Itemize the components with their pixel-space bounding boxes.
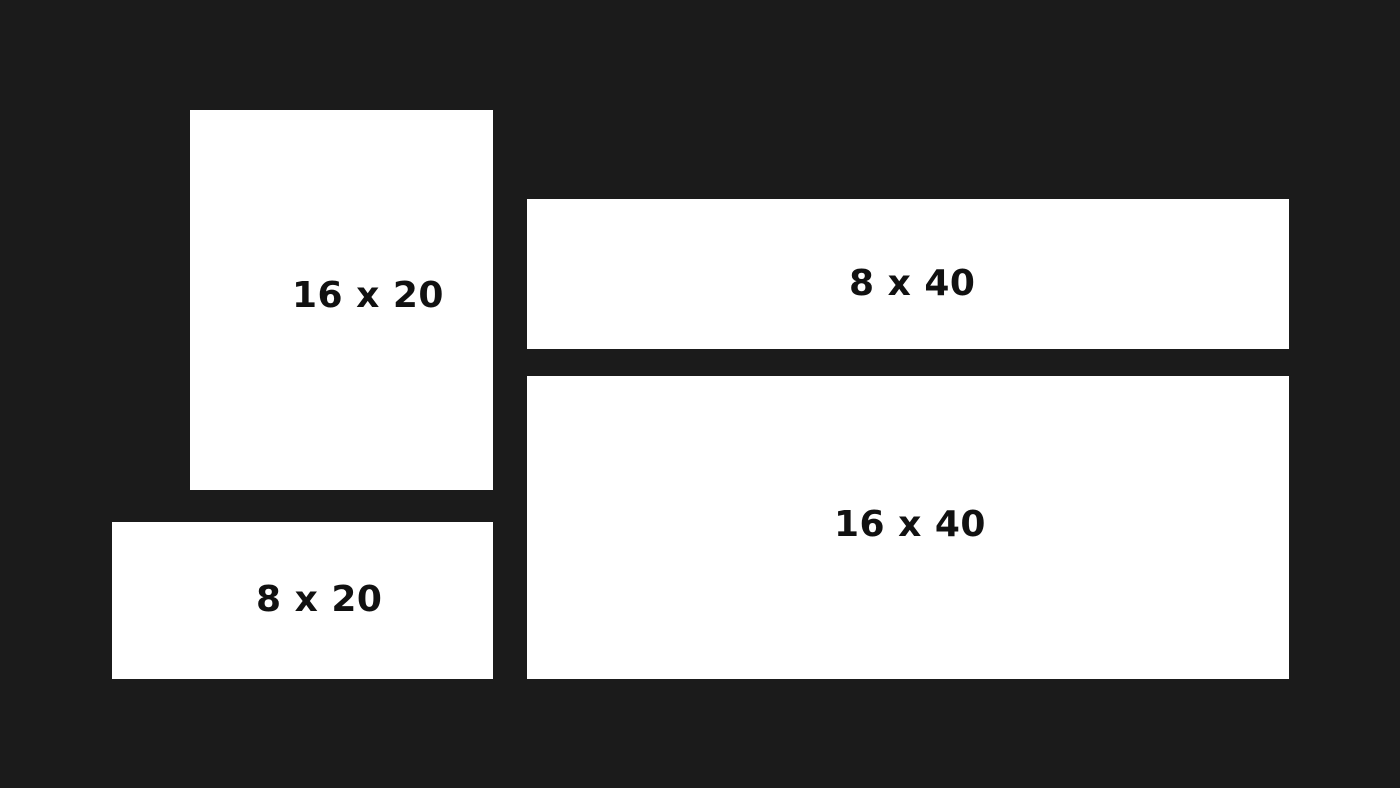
panel-8x20-label: 8 x 20	[256, 579, 383, 620]
panel-8x40: 8 x 40	[527, 199, 1289, 349]
panel-8x20: 8 x 20	[112, 522, 493, 679]
panel-16x40-label: 16 x 40	[834, 504, 986, 545]
panel-8x40-label: 8 x 40	[849, 263, 976, 304]
panel-16x20-label: 16 x 20	[292, 275, 444, 316]
panel-16x40: 16 x 40	[527, 376, 1289, 679]
panel-16x20: 16 x 20	[190, 110, 493, 490]
